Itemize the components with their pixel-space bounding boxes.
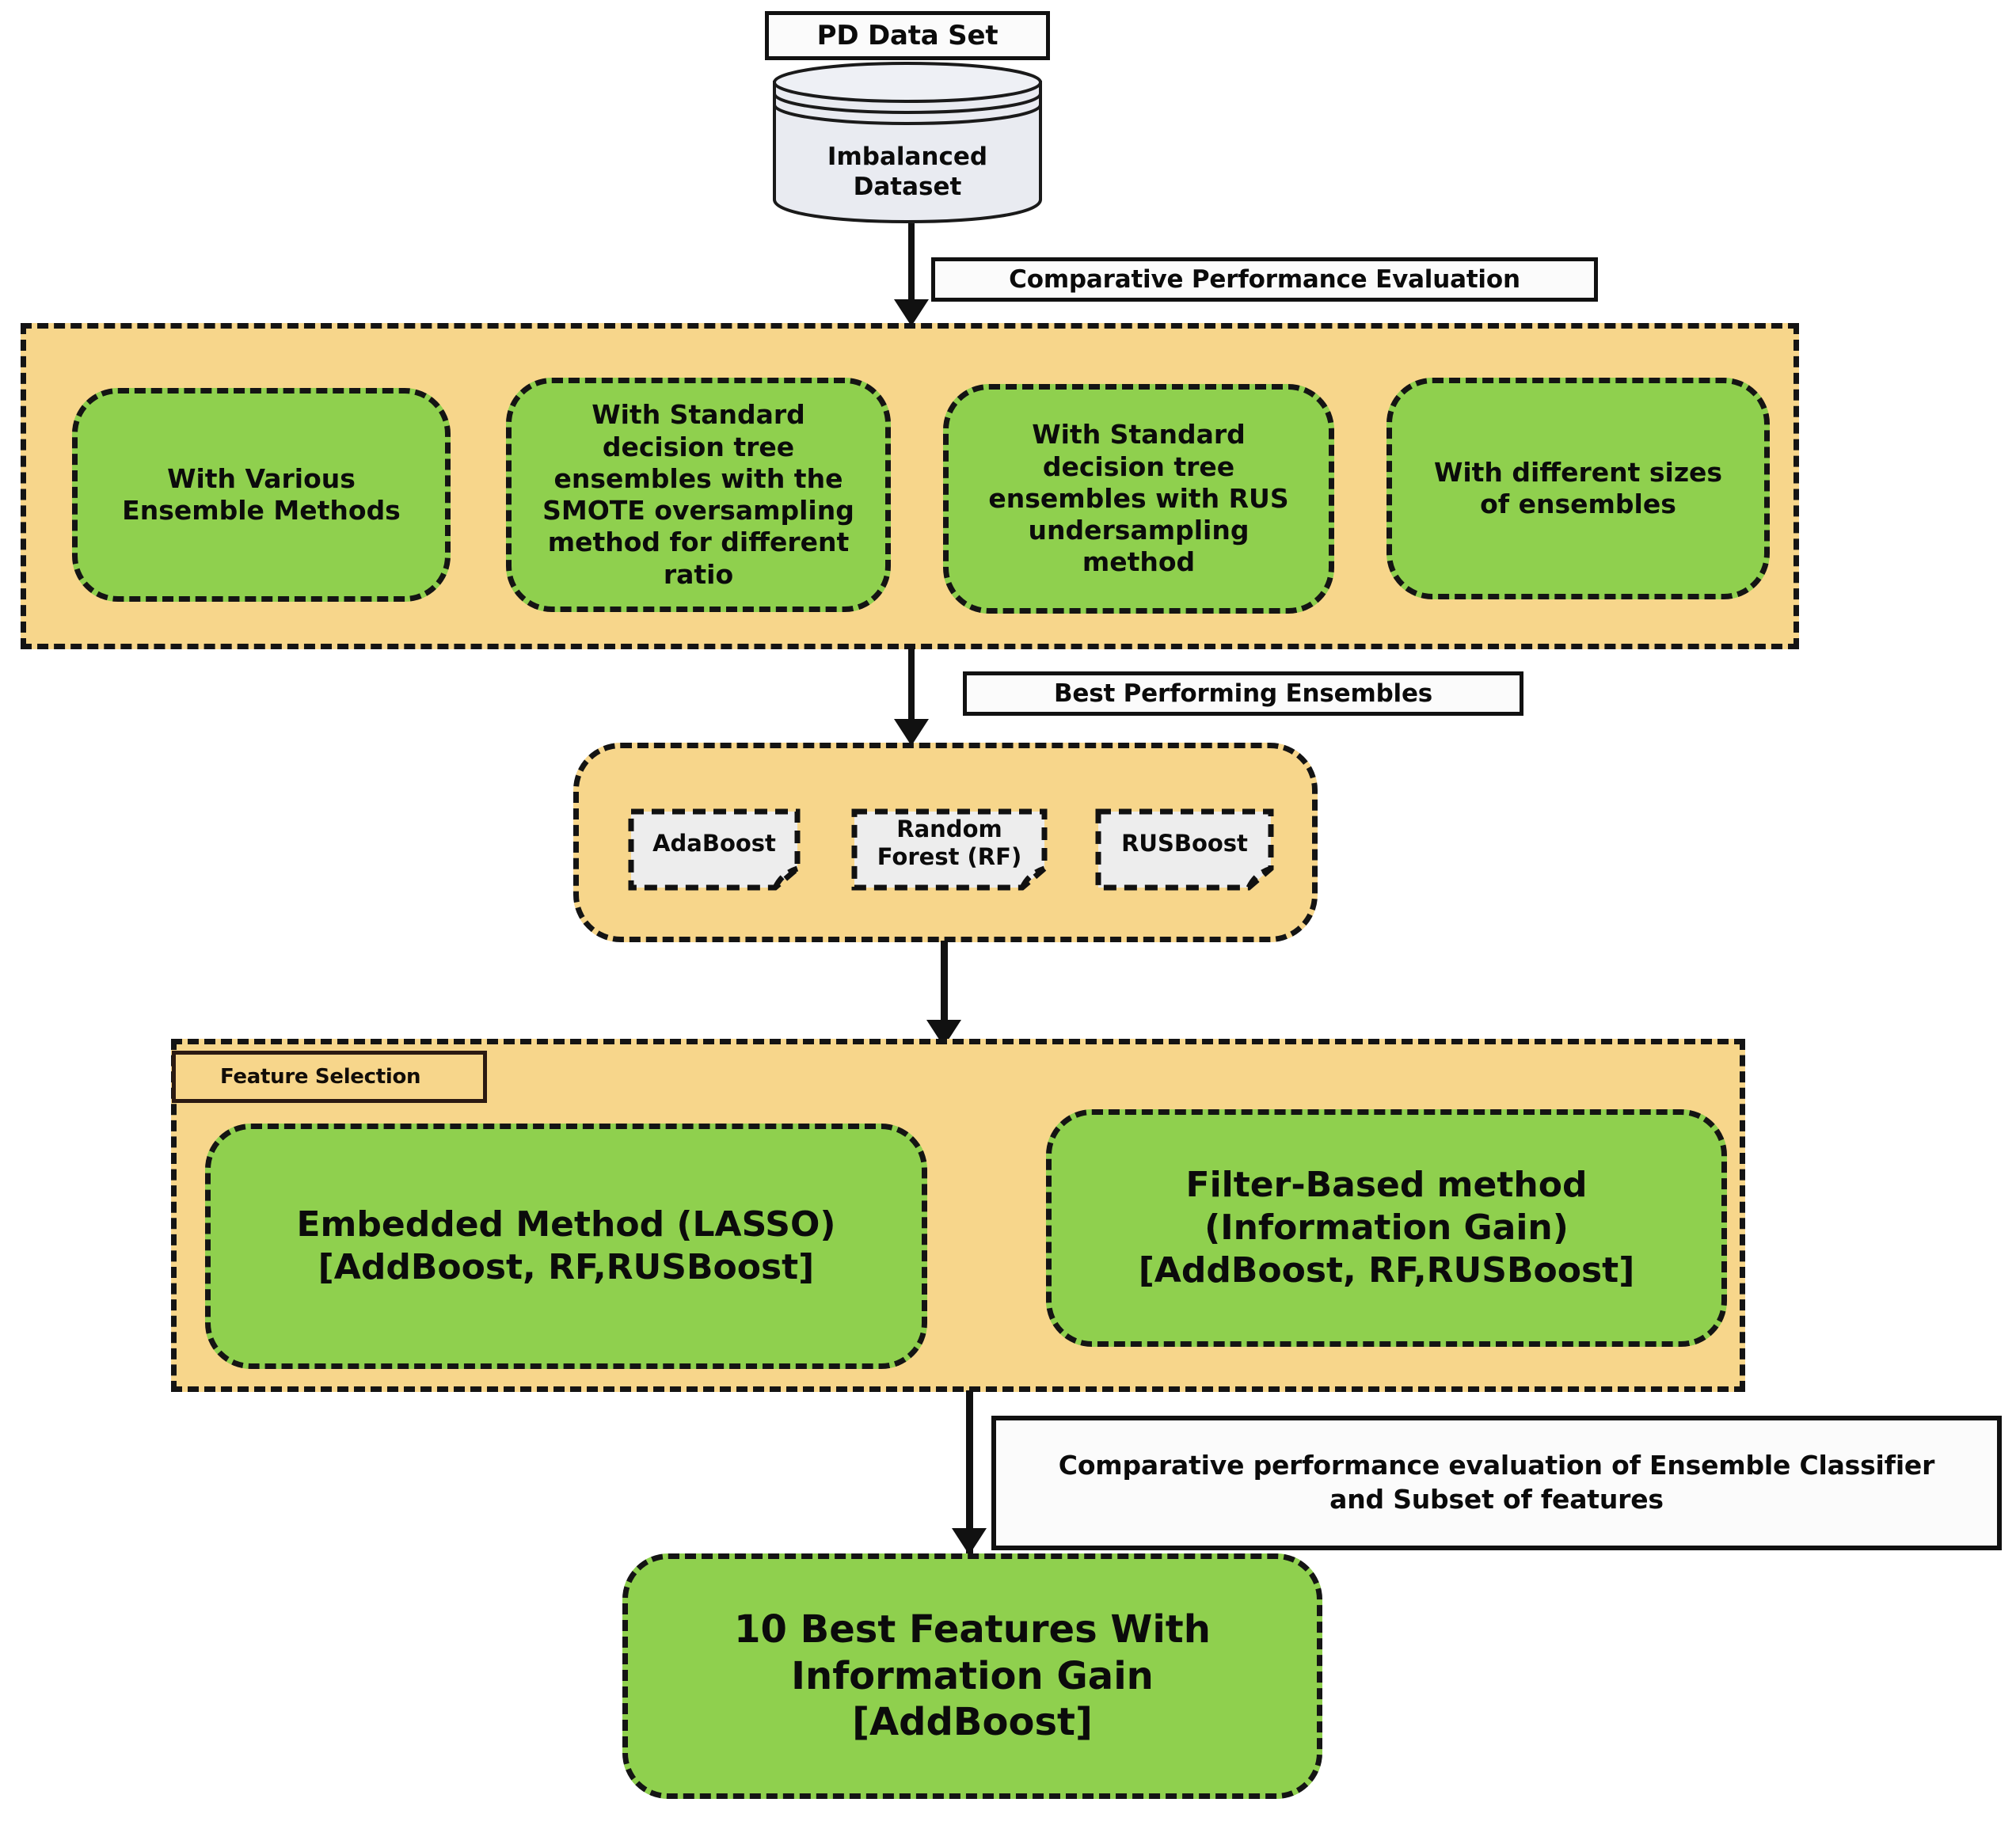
imbalanced-dataset-label: Imbalanced Dataset — [827, 143, 988, 201]
feature-selection-box-filter-information-gain: Filter-Based method (Information Gain) [… — [1046, 1109, 1727, 1347]
feature-selection-stage-container: Feature Selection Embedded Method (LASSO… — [171, 1039, 1745, 1392]
ensemble-note-adaboost: AdaBoost — [628, 808, 801, 891]
edge-label-final-evaluation-line2: and Subset of features — [1329, 1484, 1664, 1515]
feature-selection-tab: Feature Selection — [172, 1051, 487, 1103]
connector-evaluation-to-best-ensembles — [908, 648, 915, 730]
note-shape-adaboost — [628, 808, 801, 891]
arrowhead-feature-selection-to-result — [952, 1528, 987, 1555]
arrowhead-evaluation-to-best-ensembles — [894, 719, 929, 746]
evaluation-box-rus-undersampling: With Standard decision tree ensembles wi… — [943, 384, 1334, 614]
ensemble-note-rusboost: RUSBoost — [1095, 808, 1274, 891]
edge-label-comparative-performance-evaluation: Comparative Performance Evaluation — [931, 257, 1598, 302]
edge-label-best-performing-ensembles: Best Performing Ensembles — [963, 671, 1523, 716]
edge-label-final-evaluation: Comparative performance evaluation of En… — [991, 1416, 2002, 1550]
evaluation-box-smote-oversampling: With Standard decision tree ensembles wi… — [506, 378, 891, 612]
ensemble-note-random-forest: Random Forest (RF) — [851, 808, 1048, 891]
edge-label-final-evaluation-line1: Comparative performance evaluation of En… — [1058, 1450, 1935, 1481]
connector-feature-selection-to-result — [966, 1390, 973, 1553]
pd-data-set-header: PD Data Set — [765, 11, 1050, 60]
evaluation-stage-container: With Various Ensemble Methods With Stand… — [21, 323, 1799, 649]
note-shape-rusboost — [1095, 808, 1274, 891]
pd-data-set-header-label: PD Data Set — [816, 20, 998, 51]
connector-best-ensembles-to-feature-selection — [941, 941, 948, 1045]
note-shape-random-forest — [851, 808, 1048, 891]
feature-selection-tab-label: Feature Selection — [220, 1065, 421, 1089]
evaluation-box-various-ensemble-methods: With Various Ensemble Methods — [72, 388, 451, 602]
feature-selection-box-embedded-lasso: Embedded Method (LASSO) [AddBoost, RF,RU… — [205, 1124, 927, 1369]
connector-source-to-evaluation — [908, 223, 915, 306]
arrowhead-source-to-evaluation — [894, 299, 929, 326]
cylinder-shape — [773, 62, 1042, 224]
evaluation-box-different-sizes: With different sizes of ensembles — [1386, 378, 1770, 599]
best-ensembles-stage-container: AdaBoost Random Forest (RF) RU — [573, 743, 1318, 942]
edge-label-comparative-performance-evaluation-text: Comparative Performance Evaluation — [1009, 265, 1520, 294]
imbalanced-dataset-cylinder: Imbalanced Dataset — [770, 59, 1045, 224]
edge-label-best-performing-ensembles-text: Best Performing Ensembles — [1053, 679, 1433, 708]
result-box-ten-best-features: 10 Best Features With Information Gain [… — [622, 1553, 1322, 1799]
